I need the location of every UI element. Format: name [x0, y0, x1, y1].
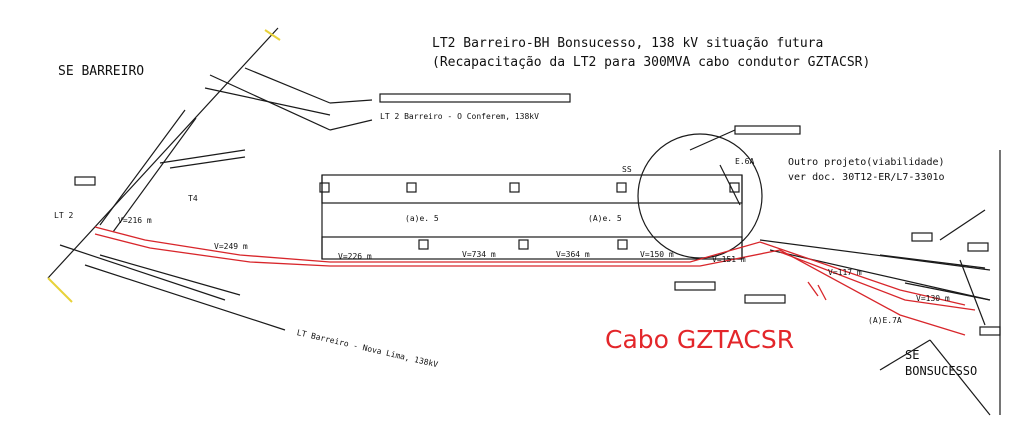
- ae7a-label: (A)E.7A: [868, 316, 902, 325]
- span-label: V=151 m: [712, 255, 746, 264]
- span-label: V=150 m: [640, 250, 674, 259]
- diagram-title-line1: LT2 Barreiro-BH Bonsucesso, 138 kV situa…: [432, 36, 824, 51]
- diagram-title-line2: (Recapacitação da LT2 para 300MVA cabo c…: [432, 55, 871, 70]
- substation-bonsucesso-label: SE BONSUCESSO: [905, 348, 978, 378]
- substation-barreiro-label: SE BARREIRO: [58, 64, 145, 79]
- ss-label: SS: [622, 165, 632, 174]
- lt-ouro-label: LT 2 Barreiro - O Conferem, 138kV: [380, 112, 539, 121]
- span-label: V=130 m: [916, 294, 950, 303]
- span-label: V=117 m: [828, 268, 862, 277]
- cable-annotation: Cabo GZTACSR: [605, 325, 795, 354]
- cable-path-lower: [94, 233, 966, 336]
- span-label: V=216 m: [118, 216, 152, 225]
- span-label: V=364 m: [556, 250, 590, 259]
- cable-path-upper: [94, 226, 966, 306]
- e6a-label: E.6A: [735, 157, 755, 166]
- lt2-label: LT 2: [54, 211, 74, 220]
- note-other-project: Outro projeto(viabilidade) ver doc. 30T1…: [788, 157, 945, 183]
- se-barreiro-boundary: [47, 27, 279, 279]
- t4-label: T4: [188, 194, 198, 203]
- span-label: V=226 m: [338, 252, 372, 261]
- ale5-label-b: (A)e. 5: [588, 214, 622, 223]
- span-label: V=249 m: [214, 242, 248, 251]
- ale5-label-a: (a)e. 5: [405, 214, 439, 223]
- detail-circle: [637, 133, 763, 259]
- span-label: V=734 m: [462, 250, 496, 259]
